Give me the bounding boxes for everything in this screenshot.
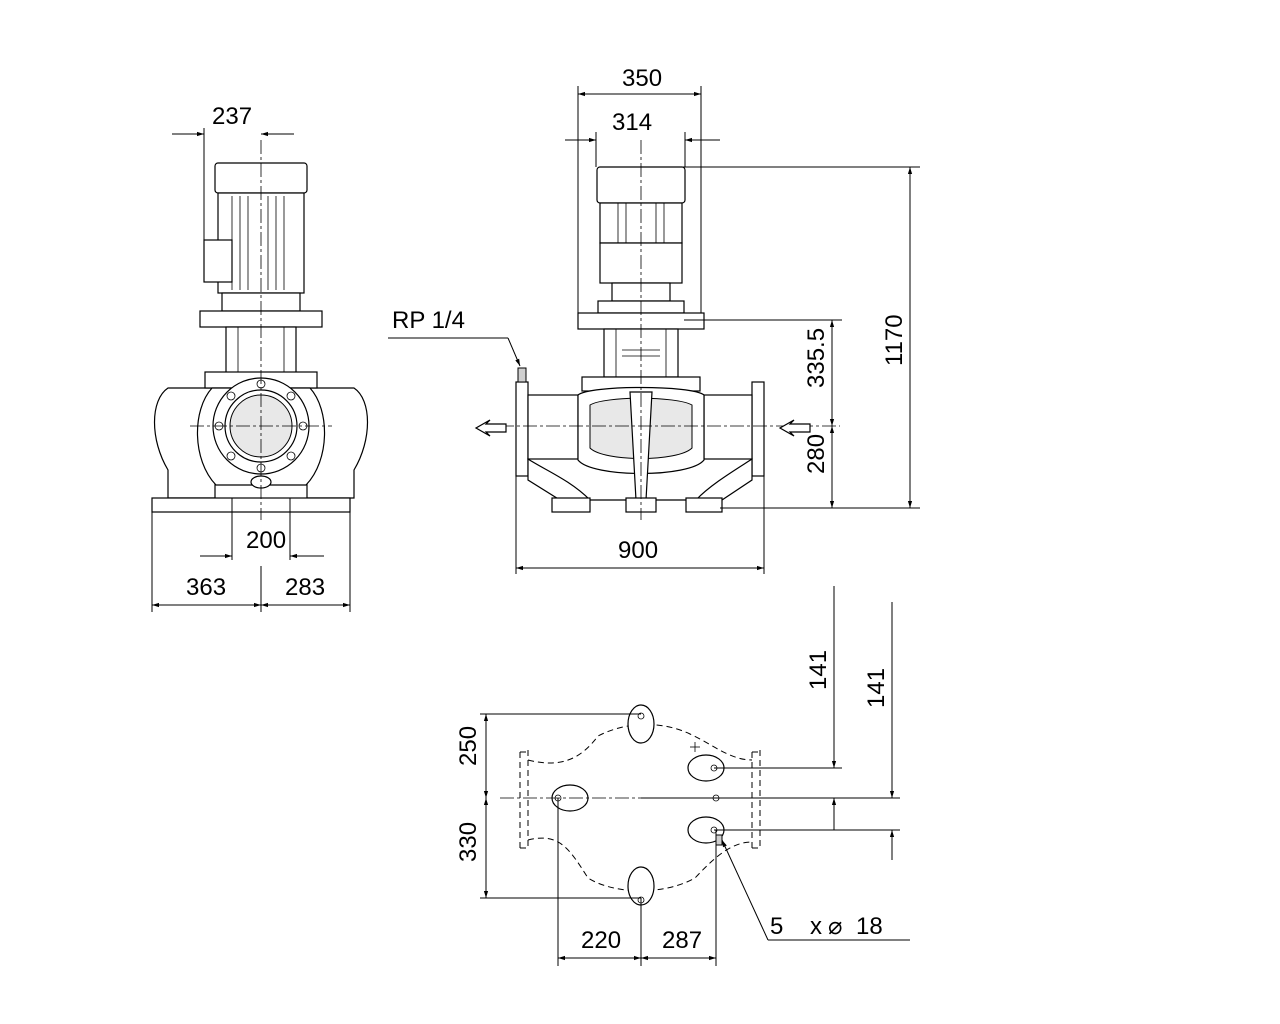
holes-x: x	[810, 913, 822, 940]
diameter-icon: ⌀	[828, 913, 842, 940]
dim-350: 350	[622, 65, 662, 92]
dim-141-b: 141	[863, 668, 890, 708]
dim-280: 280	[803, 434, 830, 474]
footprint-dimensions: 250 330 220 287 141 141 5 x ⌀ 18	[455, 586, 910, 966]
dim-200: 200	[246, 527, 286, 554]
side-view	[151, 140, 369, 520]
dim-900: 900	[618, 537, 658, 564]
vent-port-label: RP 1/4	[392, 307, 465, 334]
dim-314: 314	[612, 109, 652, 136]
dim-237: 237	[212, 103, 252, 130]
dim-283: 283	[285, 574, 325, 601]
dim-1170: 1170	[881, 314, 908, 366]
dim-141-a: 141	[805, 650, 832, 690]
side-view-dimensions: 237 200 363 283	[151, 103, 351, 612]
dim-220: 220	[581, 927, 621, 954]
dim-363: 363	[186, 574, 226, 601]
holes-count: 5	[770, 913, 783, 940]
footprint-view	[500, 704, 761, 906]
front-view	[474, 140, 840, 520]
dim-335-5: 335.5	[803, 328, 830, 388]
dim-287: 287	[662, 927, 702, 954]
dim-250: 250	[455, 726, 482, 766]
holes-diameter: 18	[856, 913, 883, 940]
dim-330: 330	[455, 822, 482, 862]
front-view-dimensions: 350 314 335.5 280 1170 900 RP 1/4	[388, 65, 920, 574]
